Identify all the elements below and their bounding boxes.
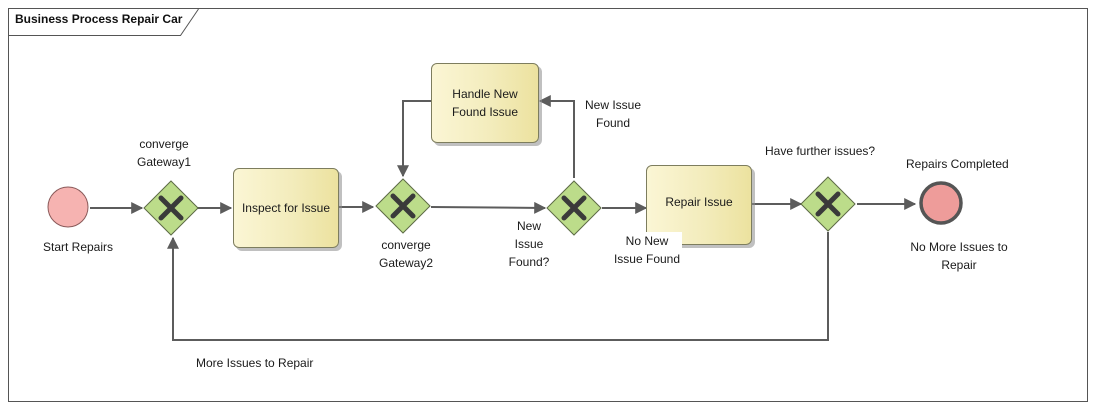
end-event-label-top: Repairs Completed	[906, 157, 1009, 171]
flow-handle-to-g2[interactable]	[397, 100, 431, 178]
flow-label-no-new-issue-found: No New Issue Found	[612, 232, 682, 268]
task-repair-label: Repair Issue	[665, 195, 733, 209]
diagram-title: Business Process Repair Car	[15, 12, 183, 26]
end-event[interactable]	[919, 181, 963, 225]
end-event-label-bottom: No More Issues to Repair	[910, 240, 1008, 272]
start-event-label: Start Repairs	[42, 240, 114, 254]
flow-label-new-issue-found: New Issue Found	[584, 98, 642, 130]
gateway-1-label: converge Gateway1	[136, 137, 192, 169]
flow-new-issue-found[interactable]	[538, 95, 575, 178]
gateway-2-label: converge Gateway2	[378, 238, 434, 270]
flow-label-more-issues: More Issues to Repair	[196, 356, 314, 370]
task-handle-label: Handle New Found Issue	[451, 87, 519, 119]
gateway-3-label: New Issue Found?	[508, 219, 550, 269]
gateway-converge-1[interactable]	[143, 180, 199, 236]
task-inspect-label: Inspect for Issue	[241, 201, 331, 215]
start-event[interactable]	[47, 186, 89, 228]
gateway-converge-2[interactable]	[375, 178, 431, 234]
gateway-further-issues[interactable]	[800, 176, 856, 232]
flow-g2-to-g3[interactable]	[430, 201, 547, 214]
task-inspect-for-issue[interactable]: Inspect for Issue	[233, 168, 339, 248]
gateway-4-label: Have further issues?	[765, 144, 876, 158]
task-repair-issue[interactable]: Repair Issue	[646, 165, 752, 245]
gateway-new-issue-found[interactable]	[546, 180, 602, 236]
frame-title-tab	[8, 8, 199, 36]
flow-more-issues-to-repair[interactable]	[167, 232, 829, 341]
task-handle-new-found-issue[interactable]: Handle New Found Issue	[431, 63, 539, 143]
